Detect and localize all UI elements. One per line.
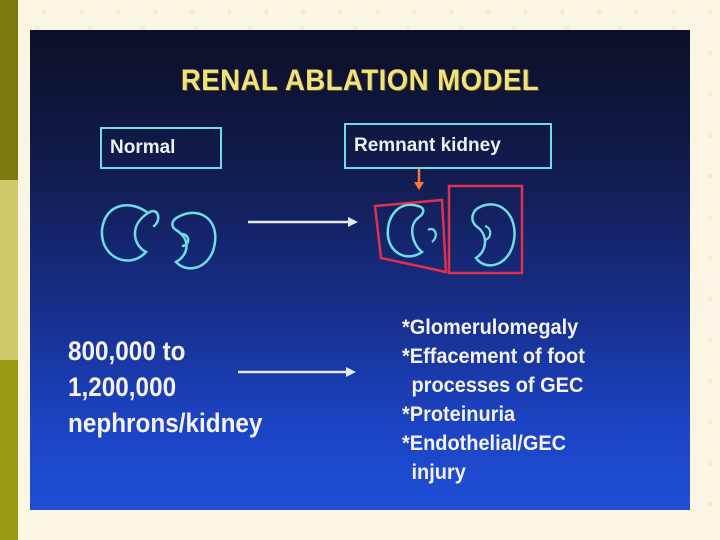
nephron-text-line: 1,200,000 xyxy=(68,369,262,405)
arrow-down-icon xyxy=(414,169,424,190)
kidney-icon xyxy=(102,205,148,260)
arrow-right-icon xyxy=(248,217,358,227)
nephron-text-line: 800,000 to xyxy=(68,333,262,369)
effect-item-continuation: injury xyxy=(402,458,585,487)
slide-image: RENAL ABLATION MODEL Normal Remnant kidn… xyxy=(30,30,690,510)
effect-item-continuation: processes of GEC xyxy=(402,371,585,400)
left-accent-bar-bottom xyxy=(0,360,18,540)
effect-item: *Proteinuria xyxy=(402,400,585,429)
left-accent-bar-middle xyxy=(0,180,18,360)
ablation-effects-list: *Glomerulomegaly *Effacement of foot pro… xyxy=(402,313,585,487)
effect-item: *Endothelial/GEC xyxy=(402,429,585,458)
effect-item: *Effacement of foot xyxy=(402,342,585,371)
nephron-count-text: 800,000 to 1,200,000 nephrons/kidney xyxy=(68,333,262,441)
remnant-kidney-left xyxy=(375,200,446,272)
left-accent-bar-top xyxy=(0,0,18,180)
effect-item: *Glomerulomegaly xyxy=(402,313,585,342)
kidney-icon xyxy=(172,213,215,268)
nephron-text-line: nephrons/kidney xyxy=(68,405,262,441)
remnant-kidney-right xyxy=(449,186,522,273)
kidney-icon xyxy=(148,211,158,226)
